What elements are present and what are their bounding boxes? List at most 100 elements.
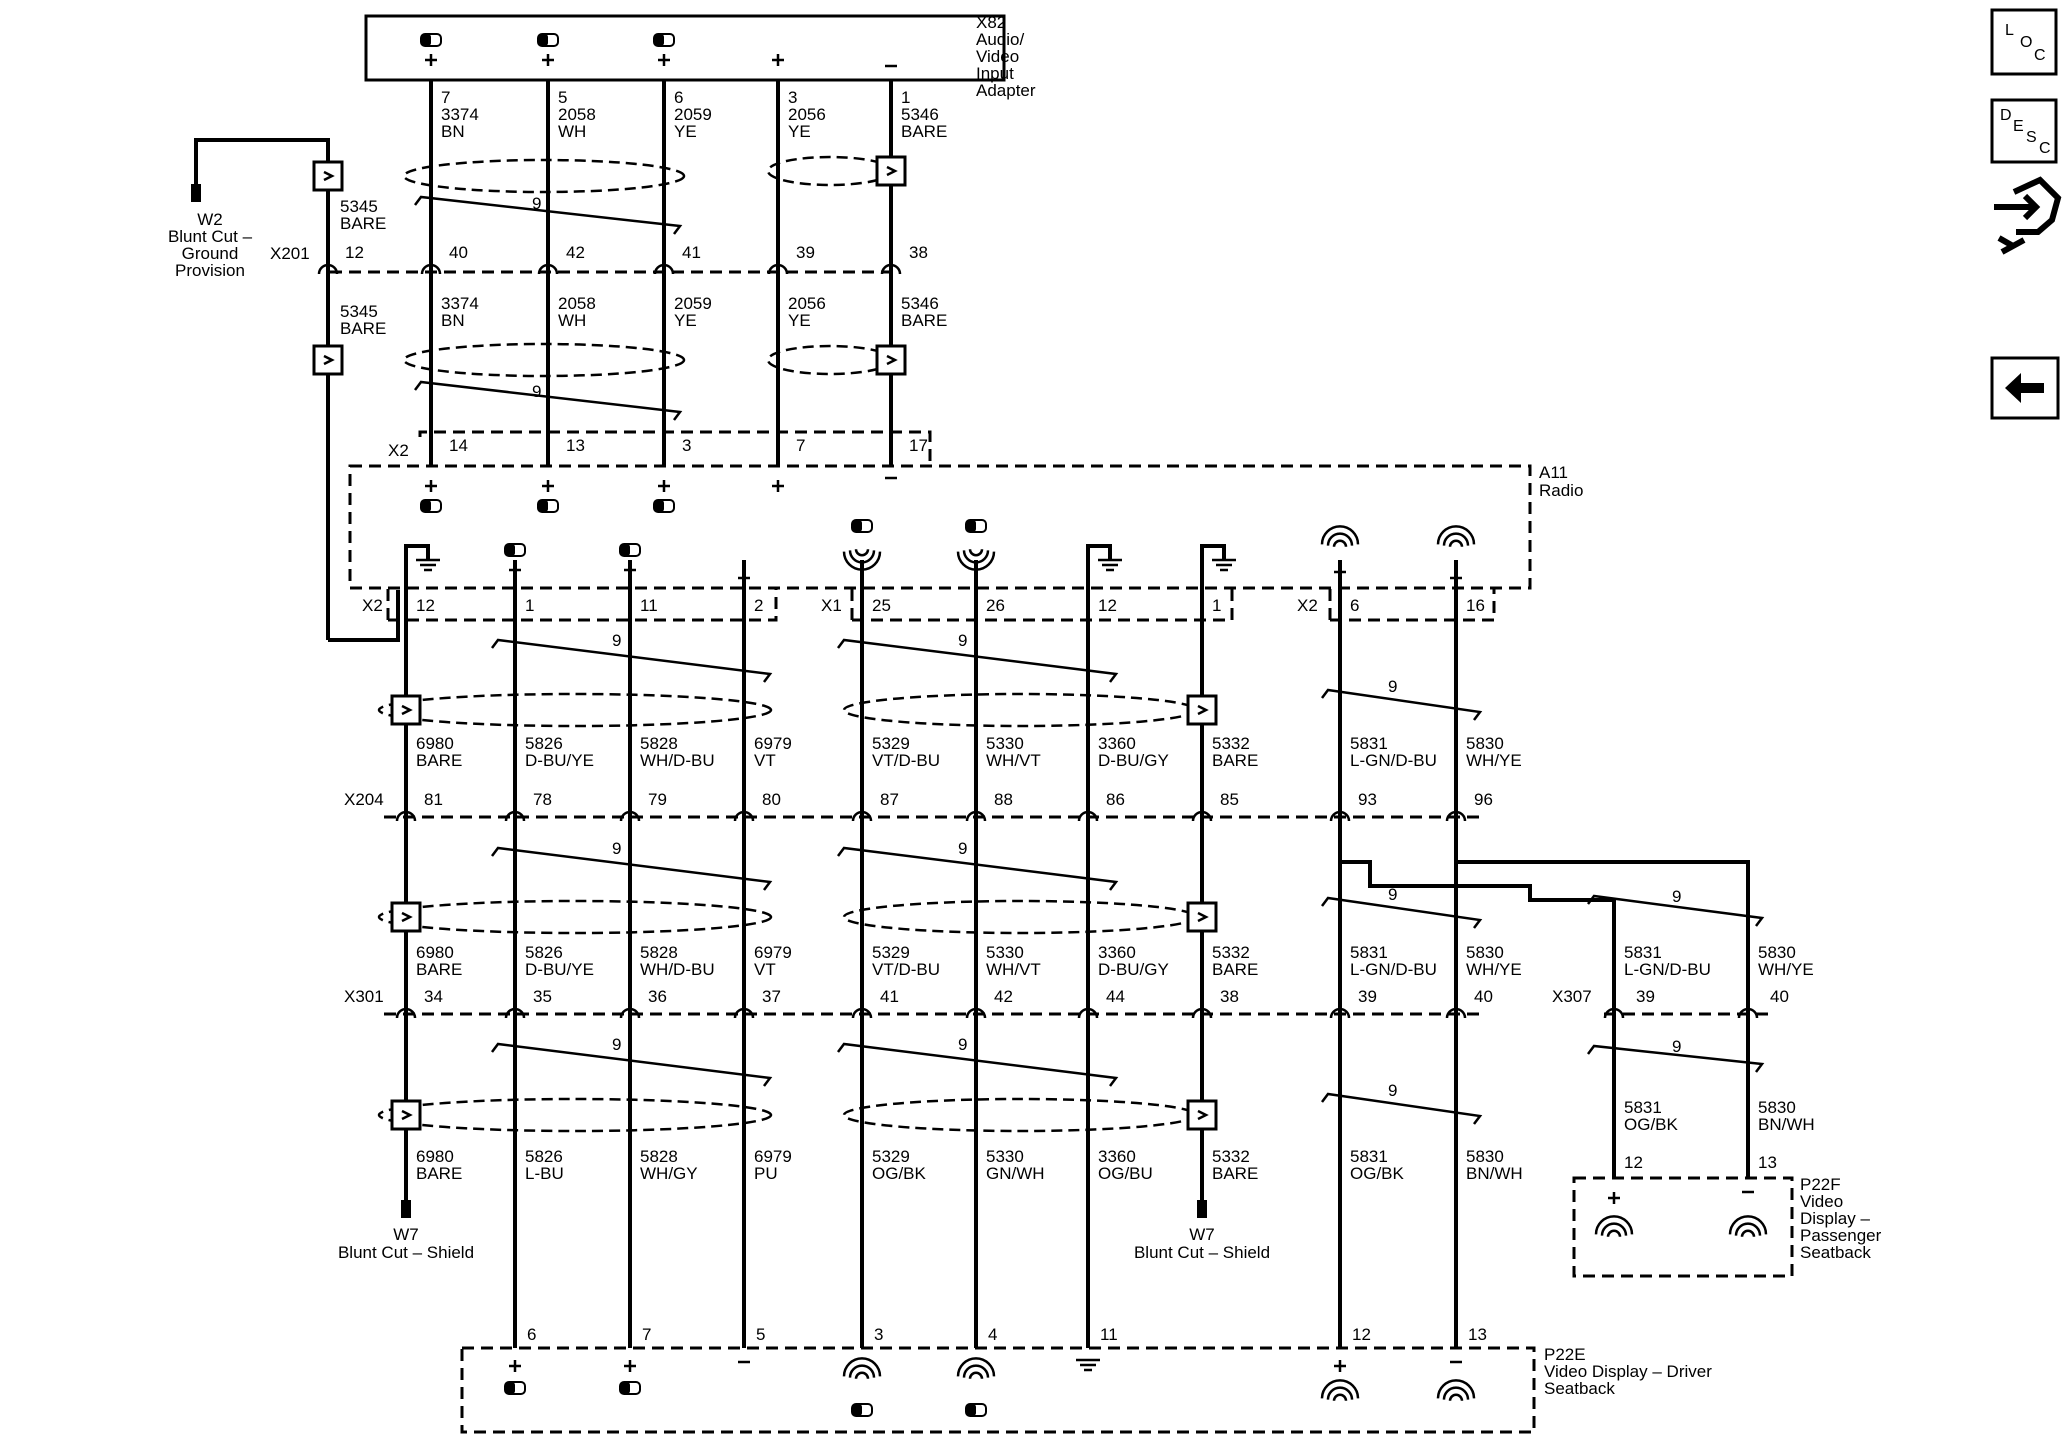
circuit-number: 5826 <box>525 943 563 962</box>
circuit-number: 5330 <box>986 943 1024 962</box>
circuit-number: 6979 <box>754 1147 792 1166</box>
twist-count: 9 <box>1388 885 1397 904</box>
plus-sign <box>1608 1192 1620 1204</box>
twist-count: 9 <box>532 382 541 401</box>
x82-label-2: Video <box>976 47 1019 66</box>
circuit-number: 5329 <box>872 734 910 753</box>
wire-color: VT/D-BU <box>872 751 940 770</box>
circuit-number: 2056 <box>788 294 826 313</box>
pin-number: 80 <box>762 790 781 809</box>
signal-pill-fill <box>852 1404 862 1416</box>
pin-number: 34 <box>424 987 443 1006</box>
connector-diagnostic-icon[interactable] <box>1994 176 2062 255</box>
pin-number: 38 <box>1220 987 1239 1006</box>
back-arrow-icon <box>2005 373 2044 403</box>
pin-number: 42 <box>994 987 1013 1006</box>
pin-number: 6 <box>1350 596 1359 615</box>
wire-color: L-BU <box>525 1164 564 1183</box>
p22f-label-3: Passenger <box>1800 1226 1882 1245</box>
audio-wave-icon <box>1734 1222 1762 1236</box>
audio-wave-icon <box>1326 1386 1354 1400</box>
pin-number: 41 <box>880 987 899 1006</box>
wire-color: L-GN/D-BU <box>1350 960 1437 979</box>
pin-number: 1 <box>1212 596 1221 615</box>
loc-letter-c: C <box>2034 47 2046 64</box>
twisted-triple <box>837 846 1119 891</box>
audio-wave-icon <box>1436 1379 1476 1399</box>
pin-number: 12 <box>1352 1325 1371 1344</box>
cable-shield <box>402 342 686 378</box>
audio-wave-icon <box>842 551 882 571</box>
audio-wave-icon <box>1606 1229 1622 1237</box>
plus-sign <box>772 480 784 492</box>
circuit-number: 5831 <box>1624 943 1662 962</box>
back-button[interactable] <box>1990 356 2060 420</box>
x2-right-label: X2 <box>1297 596 1318 615</box>
shield-drain-box <box>312 344 344 376</box>
pin-number: 1 <box>901 88 910 107</box>
circuit-number: 6979 <box>754 943 792 962</box>
wire-color: BARE <box>901 311 947 330</box>
pin-number: 1 <box>525 596 534 615</box>
wire-color: D-BU/GY <box>1098 751 1169 770</box>
audio-wave-icon <box>842 1357 882 1377</box>
cable-shield <box>402 158 686 194</box>
wire-color: BARE <box>340 319 386 338</box>
circuit-number: 5831 <box>1624 1098 1662 1117</box>
circuit-number: 5345 <box>340 197 378 216</box>
pin-number: 40 <box>1770 987 1789 1006</box>
wire-color: WH/YE <box>1466 960 1522 979</box>
p22f-label-4: Seatback <box>1800 1243 1871 1262</box>
circuit-number: 5332 <box>1212 943 1250 962</box>
audio-wave-icon <box>854 1371 870 1379</box>
plus-sign <box>509 1360 521 1372</box>
wire-color: D-BU/YE <box>525 751 594 770</box>
pin-number: 7 <box>642 1325 651 1344</box>
pin-number: 40 <box>449 243 468 262</box>
circuit-number: 3360 <box>1098 1147 1136 1166</box>
connector-x2-radio <box>386 588 778 622</box>
signal-pill-fill <box>505 1382 515 1394</box>
p22e-label-2: Seatback <box>1544 1379 1615 1398</box>
location-button[interactable]: L O C <box>1990 8 2058 76</box>
connector-pin <box>1329 810 1351 822</box>
wire-color: YE <box>674 311 697 330</box>
twisted-pair <box>1587 894 1765 927</box>
circuit-number: 2056 <box>788 105 826 124</box>
pin-number: 35 <box>533 987 552 1006</box>
w2-ref: W2 <box>197 210 223 229</box>
circuit-number: 5828 <box>640 1147 678 1166</box>
x82-label-1: Audio/ <box>976 30 1024 49</box>
wire-color: WH/VT <box>986 751 1041 770</box>
circuit-number: 2058 <box>558 294 596 313</box>
description-button[interactable]: D E S C <box>1990 98 2058 164</box>
pin-number: 13 <box>566 436 585 455</box>
pin-number: 39 <box>1358 987 1377 1006</box>
pin-number: 12 <box>345 243 364 262</box>
wire-color: WH <box>558 122 586 141</box>
cable-shield <box>377 899 773 935</box>
circuit-number: 5345 <box>340 302 378 321</box>
pin-number: 93 <box>1358 790 1377 809</box>
circuit-number: 5830 <box>1466 1147 1504 1166</box>
pin-number: 7 <box>796 436 805 455</box>
twist-count: 9 <box>612 839 621 858</box>
circuit-number: 6980 <box>416 734 454 753</box>
audio-wave-icon <box>854 549 870 557</box>
twisted-triple <box>414 195 683 235</box>
p22f-label-1: Video <box>1800 1192 1843 1211</box>
cable-shield <box>766 155 894 187</box>
p22f-box <box>1572 1176 1794 1278</box>
wire-color: YE <box>788 311 811 330</box>
wire-color: WH <box>558 311 586 330</box>
plus-sign <box>658 480 670 492</box>
twist-count: 9 <box>532 194 541 213</box>
pin-number: 44 <box>1106 987 1125 1006</box>
twisted-pair <box>1321 896 1483 929</box>
pin-number: 40 <box>1474 987 1493 1006</box>
wire-color: OG/BK <box>872 1164 927 1183</box>
pin-number: 85 <box>1220 790 1239 809</box>
x204-label: X204 <box>344 790 384 809</box>
w7-cut-end <box>401 1200 411 1218</box>
pin-number: 42 <box>566 243 585 262</box>
